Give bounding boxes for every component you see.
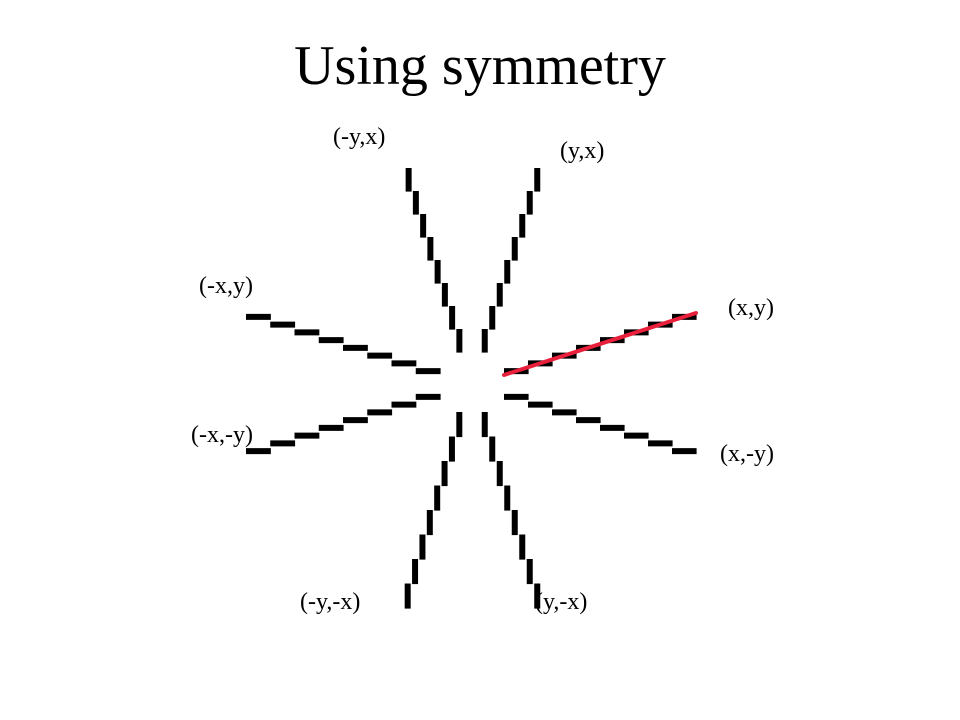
pixel-step <box>318 424 344 431</box>
pixel-step <box>367 352 393 359</box>
pixel-step <box>270 321 296 328</box>
pixel-step <box>294 432 320 439</box>
line-y-x <box>481 168 541 353</box>
pixel-step <box>434 485 441 511</box>
label-y-neg-x: (y,-x) <box>535 589 587 615</box>
pixel-step <box>526 191 533 215</box>
pixel-step <box>519 214 526 238</box>
pixel-step <box>441 461 448 487</box>
pixel-step <box>318 337 344 344</box>
pixel-step <box>391 401 417 408</box>
pixel-step <box>552 409 577 416</box>
pixel-step <box>270 440 296 447</box>
pixel-step <box>343 417 368 424</box>
line-x-neg-y <box>504 393 697 455</box>
pixel-step <box>534 583 541 609</box>
pixel-step <box>481 329 488 353</box>
pixel-step <box>489 436 496 462</box>
pixel-step <box>404 583 411 609</box>
slide-title: Using symmetry <box>294 35 666 97</box>
pixel-step <box>441 283 448 307</box>
pixel-step <box>576 417 601 424</box>
pixel-step <box>367 409 393 416</box>
pixel-step <box>343 344 368 351</box>
pixel-step <box>294 329 320 336</box>
pixel-step <box>419 534 426 560</box>
line-y-neg-x <box>481 412 541 609</box>
octant-lines <box>246 168 698 609</box>
line-neg-x-neg-y <box>246 393 441 455</box>
pixel-step <box>456 412 463 438</box>
pixel-step <box>412 191 419 215</box>
pixel-step <box>534 168 541 192</box>
highlight-line <box>502 311 698 377</box>
pixel-step <box>415 393 441 400</box>
line-neg-y-neg-x <box>404 412 463 609</box>
pixel-step <box>246 448 271 455</box>
pixel-step <box>624 432 649 439</box>
pixel-step <box>427 237 434 261</box>
label-neg-y-neg-x: (-y,-x) <box>300 589 360 615</box>
line-neg-x-y <box>246 313 441 375</box>
label-y-x: (y,x) <box>560 138 604 164</box>
label-x-y: (x,y) <box>728 295 774 321</box>
line-neg-y-x <box>405 168 463 353</box>
pixel-step <box>449 306 456 330</box>
pixel-step <box>489 306 496 330</box>
pixel-step <box>528 401 553 408</box>
pixel-step <box>420 214 427 238</box>
pixel-step <box>600 424 625 431</box>
pixel-step <box>426 510 433 536</box>
pixel-step <box>496 461 503 487</box>
label-x-neg-y: (x,-y) <box>720 441 774 467</box>
pixel-step <box>415 368 441 375</box>
pixel-step <box>412 559 419 585</box>
pixel-step <box>672 448 697 455</box>
pixel-step <box>481 412 488 438</box>
line-x-y <box>502 311 698 377</box>
pixel-step <box>434 260 441 284</box>
pixel-step <box>391 360 417 367</box>
pixel-step <box>504 260 511 284</box>
pixel-step <box>519 534 526 560</box>
pixel-step <box>405 168 412 192</box>
pixel-step <box>496 283 503 307</box>
pixel-step <box>526 559 533 585</box>
pixel-step <box>511 510 518 536</box>
pixel-step <box>246 313 271 320</box>
octant-labels: (x,y) (y,x) (-y,x) (-x,y) (-x,-y) (-y,-x… <box>191 124 774 615</box>
label-neg-x-neg-y: (-x,-y) <box>191 422 253 448</box>
pixel-step <box>456 329 463 353</box>
pixel-step <box>448 436 455 462</box>
pixel-step <box>504 485 511 511</box>
pixel-step <box>648 440 673 447</box>
label-neg-y-x: (-y,x) <box>333 124 385 150</box>
pixel-step <box>504 393 529 400</box>
label-neg-x-y: (-x,y) <box>199 273 253 299</box>
pixel-step <box>511 237 518 261</box>
